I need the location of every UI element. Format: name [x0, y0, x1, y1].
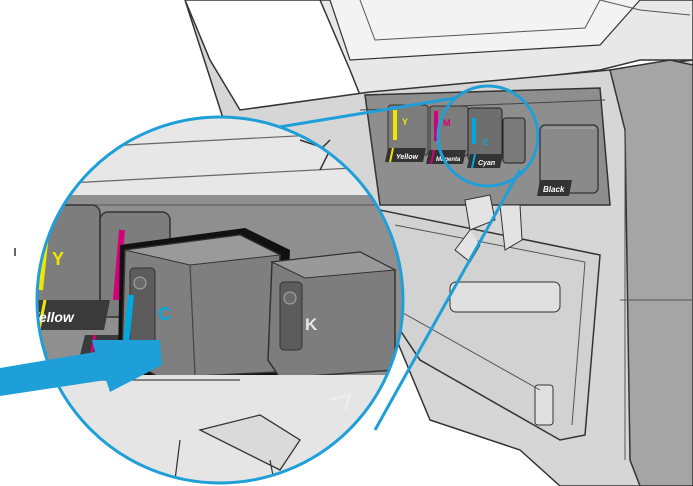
label-yellow: Yellow [30, 299, 110, 331]
bay-cartridge-yellow: Y [387, 104, 429, 156]
hp-logo-icon [133, 276, 147, 290]
magnified-view: Y Yellow [30, 115, 405, 485]
cartridge-cyan: C [118, 228, 290, 385]
cartridge-yellow-letter: Y [52, 249, 64, 269]
hp-logo-icon-black [283, 291, 297, 305]
insert-arrow-icon [0, 340, 162, 396]
bay-cyan-letter: C [483, 138, 489, 147]
bay-magenta-letter: M [443, 118, 451, 128]
bay-label-black: Black [543, 185, 565, 194]
bay-label-magenta: Magenta [436, 157, 461, 163]
bay-cartridge-black [502, 117, 599, 194]
bay-label-cyan: Cyan [478, 160, 495, 167]
cartridge-yellow: Y [37, 204, 101, 311]
cartridge-black: K [267, 251, 397, 379]
bay-label-yellow: Yellow [396, 154, 418, 161]
label-yellow-text: Yellow [30, 309, 75, 325]
bay-cartridge-cyan: C [467, 107, 503, 161]
bay-yellow-letter: Y [402, 117, 408, 127]
cartridge-black-letter: K [305, 315, 318, 334]
bay-labels: Yellow Magenta Cyan Black [385, 147, 572, 196]
bay-cartridge-magenta: M [429, 105, 469, 157]
cartridge-cyan-letter: C [158, 304, 171, 324]
